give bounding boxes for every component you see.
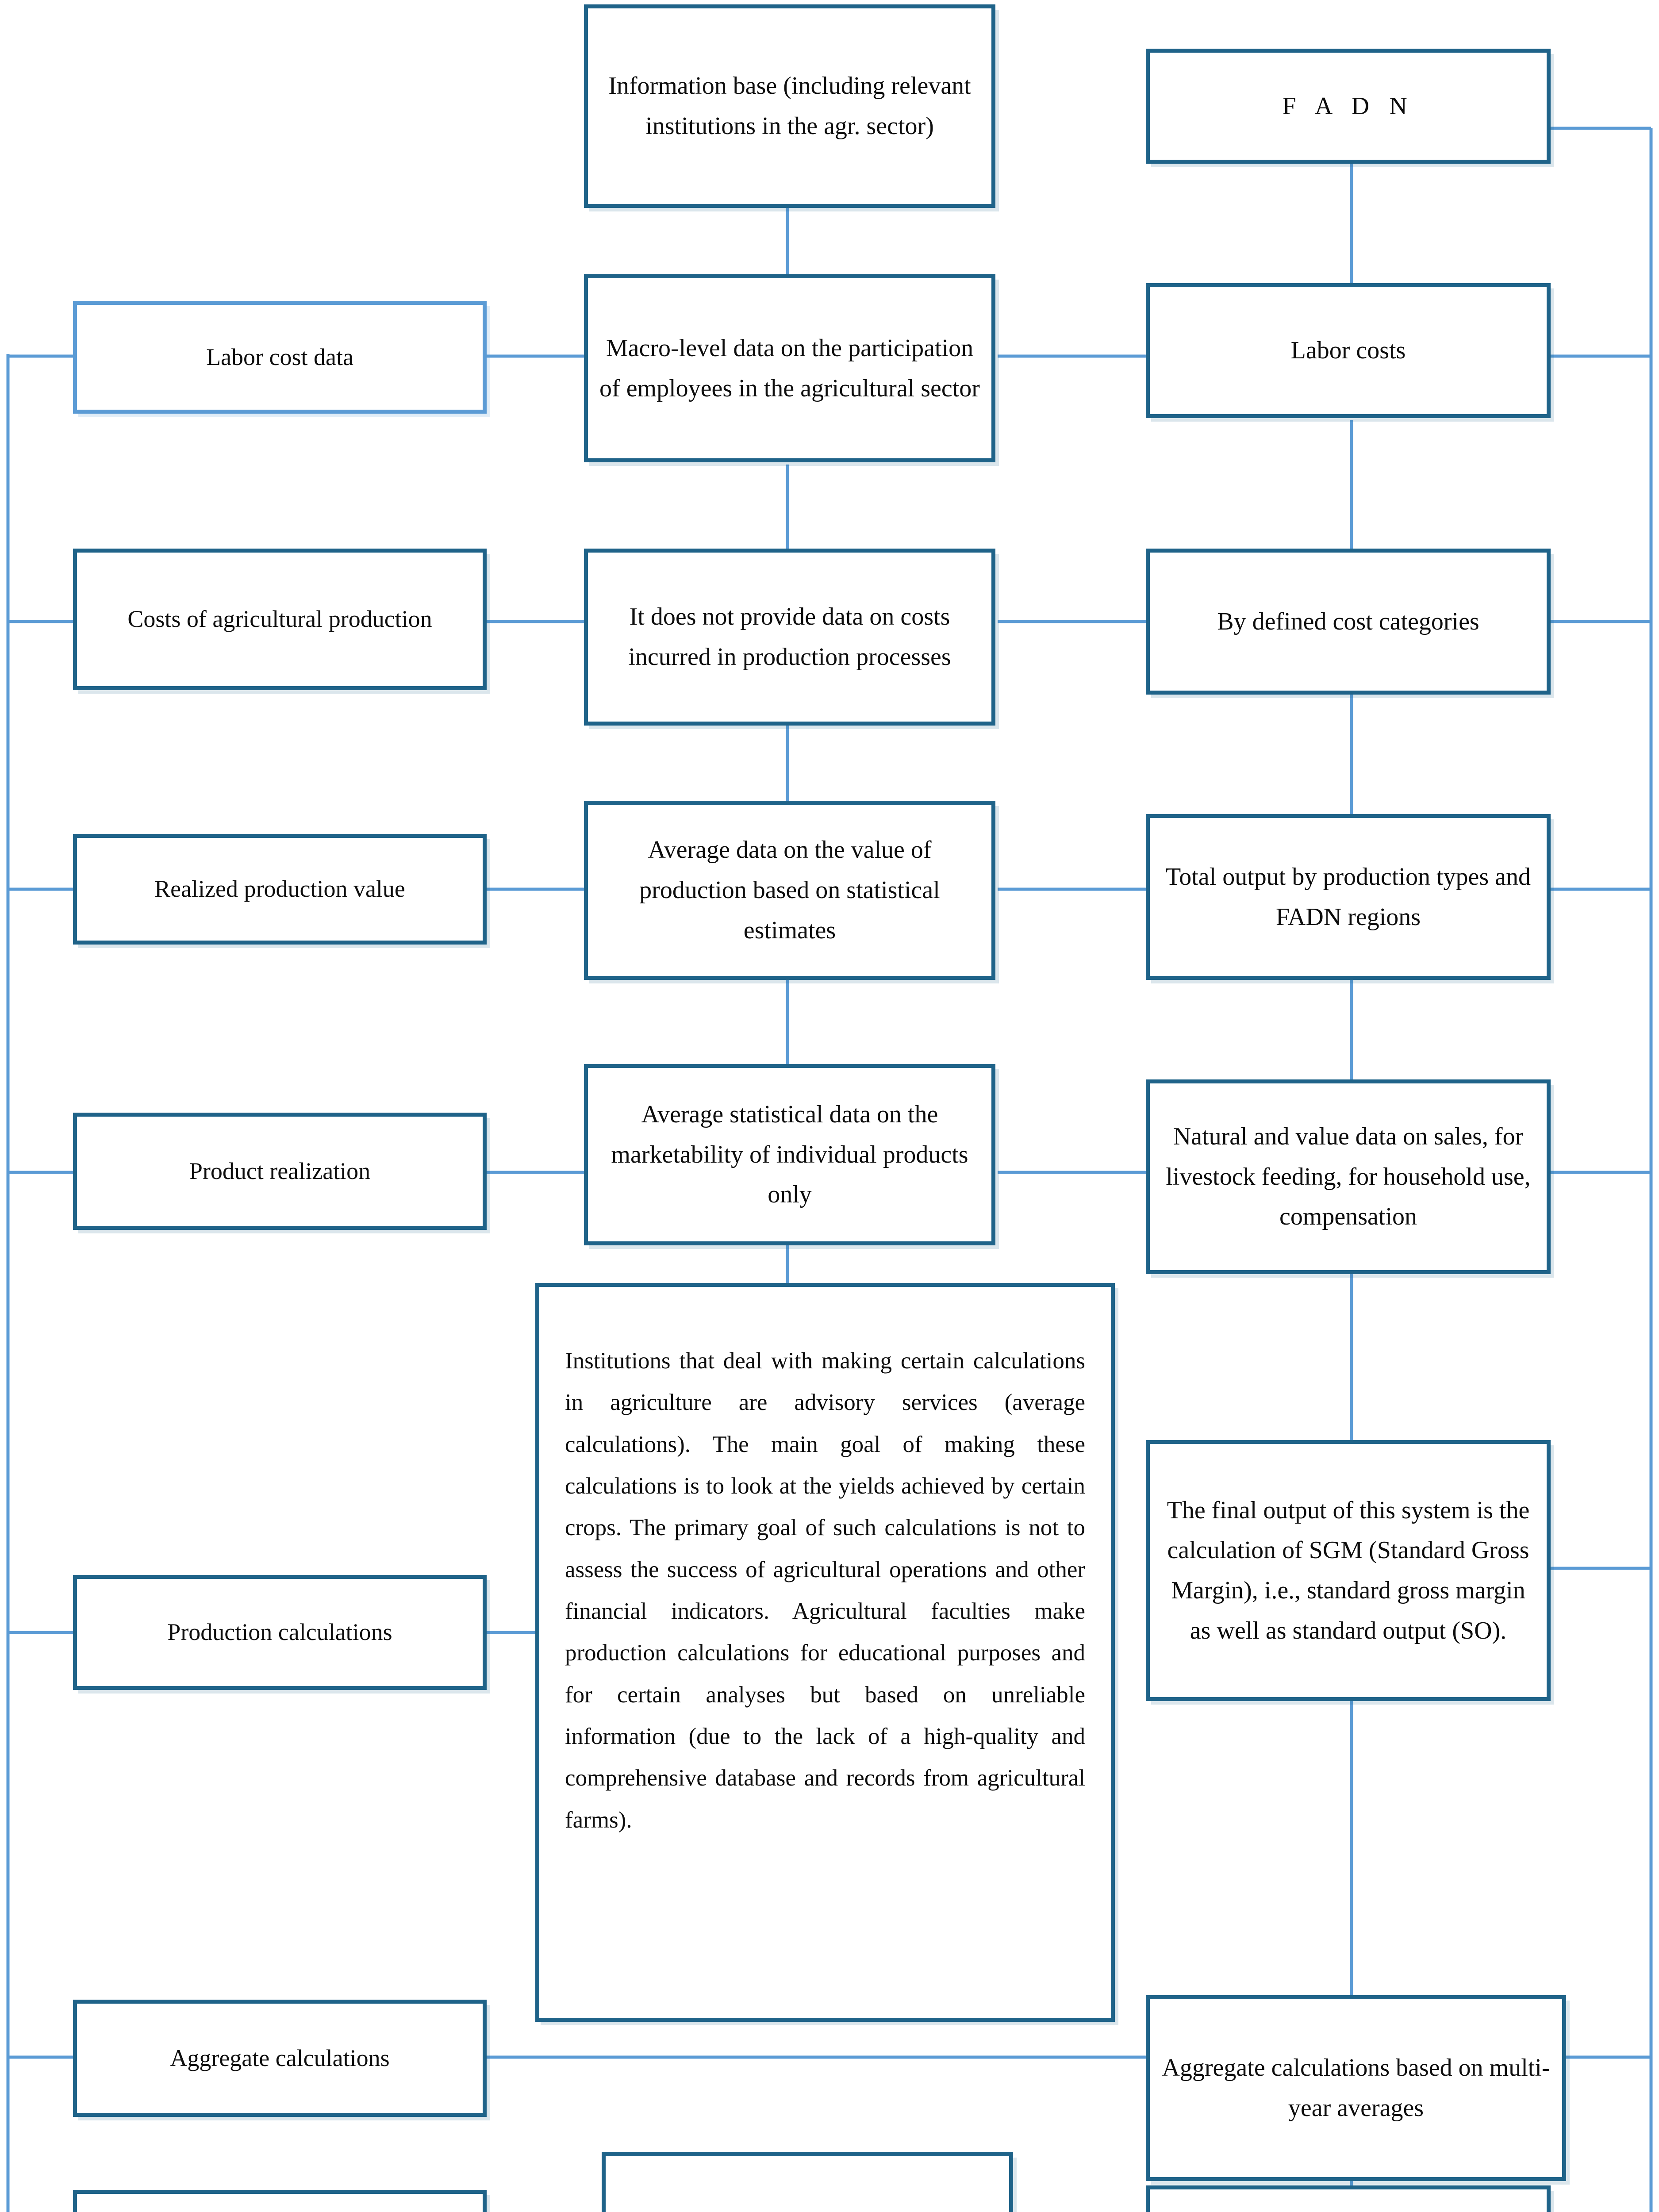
node-average-marketability-label: Average statistical data on the marketab… <box>611 1100 968 1209</box>
node-by-defined-cost-categories-label: By defined cost categories <box>1217 607 1479 635</box>
node-total-output[interactable]: Total output by production types and FAD… <box>1146 814 1551 980</box>
node-product-realization-label: Product realization <box>189 1157 371 1184</box>
node-final-output-sgm-label: The final output of this system is the c… <box>1167 1496 1530 1644</box>
node-average-value-data-label: Average data on the value of production … <box>639 836 940 944</box>
node-labor-costs-label: Labor costs <box>1290 337 1406 365</box>
node-total-output-label: Total output by production types and FAD… <box>1165 863 1531 931</box>
node-fnva-ffi[interactable]: FNVA, FFI, FNVA/AWU, FFI/AWU <box>1146 2185 1551 2212</box>
node-natural-value-sales[interactable]: Natural and value data on sales, for liv… <box>1146 1079 1551 1274</box>
node-institutions-paragraph[interactable]: Institutions that deal with making certa… <box>535 1283 1115 2022</box>
node-aggregate-multi-year-label: Aggregate calculations based on multi-ye… <box>1162 2054 1550 2122</box>
node-realized-production-value[interactable]: Realized production value <box>73 834 487 945</box>
node-by-defined-cost-categories[interactable]: By defined cost categories <box>1146 549 1551 695</box>
node-natural-value-sales-label: Natural and value data on sales, for liv… <box>1166 1122 1531 1231</box>
node-average-marketability[interactable]: Average statistical data on the marketab… <box>584 1064 995 1245</box>
node-information-base-label: Information base (including relevant ins… <box>608 72 971 140</box>
node-costs-of-agricultural-production-label: Costs of agricultural production <box>127 606 432 633</box>
node-production-calculations[interactable]: Production calculations <box>73 1575 487 1690</box>
node-macro-level-data-label: Macro-level data on the participation of… <box>599 334 980 402</box>
node-labor-costs[interactable]: Labor costs <box>1146 283 1551 418</box>
node-information-base[interactable]: Information base (including relevant ins… <box>584 4 995 208</box>
node-macro-level-data[interactable]: Macro-level data on the participation of… <box>584 274 995 462</box>
node-labor-cost-data[interactable]: Labor cost data <box>73 301 487 414</box>
node-labor-cost-data-label: Labor cost data <box>206 343 353 370</box>
node-final-output-sgm[interactable]: The final output of this system is the c… <box>1146 1440 1551 1701</box>
node-costs-of-agricultural-production[interactable]: Costs of agricultural production <box>73 549 487 690</box>
node-aggregate-calculations[interactable]: Aggregate calculations <box>73 2000 487 2117</box>
node-no-cost-data-label: It does not provide data on costs incurr… <box>628 603 951 671</box>
node-institutions-paragraph-text: Institutions that deal with making certa… <box>565 1348 1085 1833</box>
node-only-small-scale[interactable]: Only in cases where certain small-scale … <box>602 2152 1013 2212</box>
node-no-cost-data[interactable]: It does not provide data on costs incurr… <box>584 549 995 726</box>
node-additional-indicators[interactable]: Additional analytical indicators of succ… <box>73 2190 487 2212</box>
node-production-calculations-label: Production calculations <box>167 1619 392 1646</box>
node-aggregate-calculations-label: Aggregate calculations <box>170 2044 390 2071</box>
node-product-realization[interactable]: Product realization <box>73 1113 487 1230</box>
node-average-value-data[interactable]: Average data on the value of production … <box>584 801 995 980</box>
node-fadn-label: F A D N <box>1282 92 1414 120</box>
node-realized-production-value-label: Realized production value <box>154 876 405 902</box>
node-fadn[interactable]: F A D N <box>1146 49 1551 164</box>
node-aggregate-multi-year[interactable]: Aggregate calculations based on multi-ye… <box>1146 1995 1566 2181</box>
